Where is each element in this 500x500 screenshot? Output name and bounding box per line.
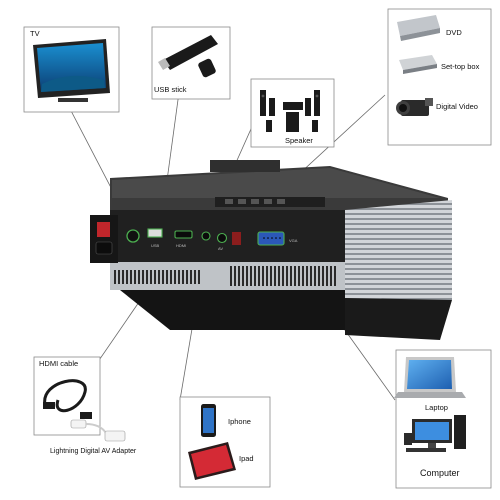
power-socket <box>95 241 113 255</box>
port-label-vga: VGA <box>289 238 298 243</box>
dvd-player-icon <box>397 15 440 41</box>
tv-icon <box>33 39 110 102</box>
set-top-box-label: Set-top box <box>441 62 480 71</box>
dc-port <box>126 229 140 243</box>
port-label-av: AV <box>218 246 223 251</box>
usb-stick-icon <box>158 35 218 78</box>
iphone-label: Iphone <box>228 417 251 426</box>
usb-stick-label: USB stick <box>154 85 187 94</box>
power-switch <box>97 222 110 237</box>
port-label-usb: USB <box>151 243 160 248</box>
lightning-adapter-label: Lightning Digital AV Adapter <box>50 448 137 455</box>
computer-label: Computer <box>420 468 460 478</box>
projector-vent <box>228 266 338 286</box>
projector: USB HDMI AV VGA <box>90 160 452 340</box>
laptop-label: Laptop <box>425 403 448 412</box>
hdmi-port <box>174 230 193 239</box>
usb-port <box>147 228 163 238</box>
speaker-icon <box>260 90 320 132</box>
lightning-adapter-icon <box>70 419 126 442</box>
iphone-icon <box>201 404 216 437</box>
ipad-label: Ipad <box>239 454 254 463</box>
set-top-box-icon <box>399 55 437 74</box>
hdmi-cable-label: HDMI cable <box>39 359 79 368</box>
dvd-label: DVD <box>446 28 462 37</box>
vga-port <box>257 231 285 246</box>
audio-port <box>201 231 211 241</box>
av-port <box>216 232 228 244</box>
speaker-label: Speaker <box>285 136 313 145</box>
ir-receiver <box>232 232 241 245</box>
ipad-icon <box>188 442 236 480</box>
camcorder-icon <box>396 98 433 116</box>
laptop-icon <box>394 357 466 398</box>
digital-video-label: Digital Video <box>436 102 478 111</box>
port-label-hdmi: HDMI <box>176 243 186 248</box>
hdmi-cable-icon <box>43 379 92 419</box>
computer-icon <box>404 415 466 452</box>
projector-base <box>120 290 345 330</box>
tv-label: TV <box>30 29 40 38</box>
projector-side-grille <box>345 200 452 300</box>
